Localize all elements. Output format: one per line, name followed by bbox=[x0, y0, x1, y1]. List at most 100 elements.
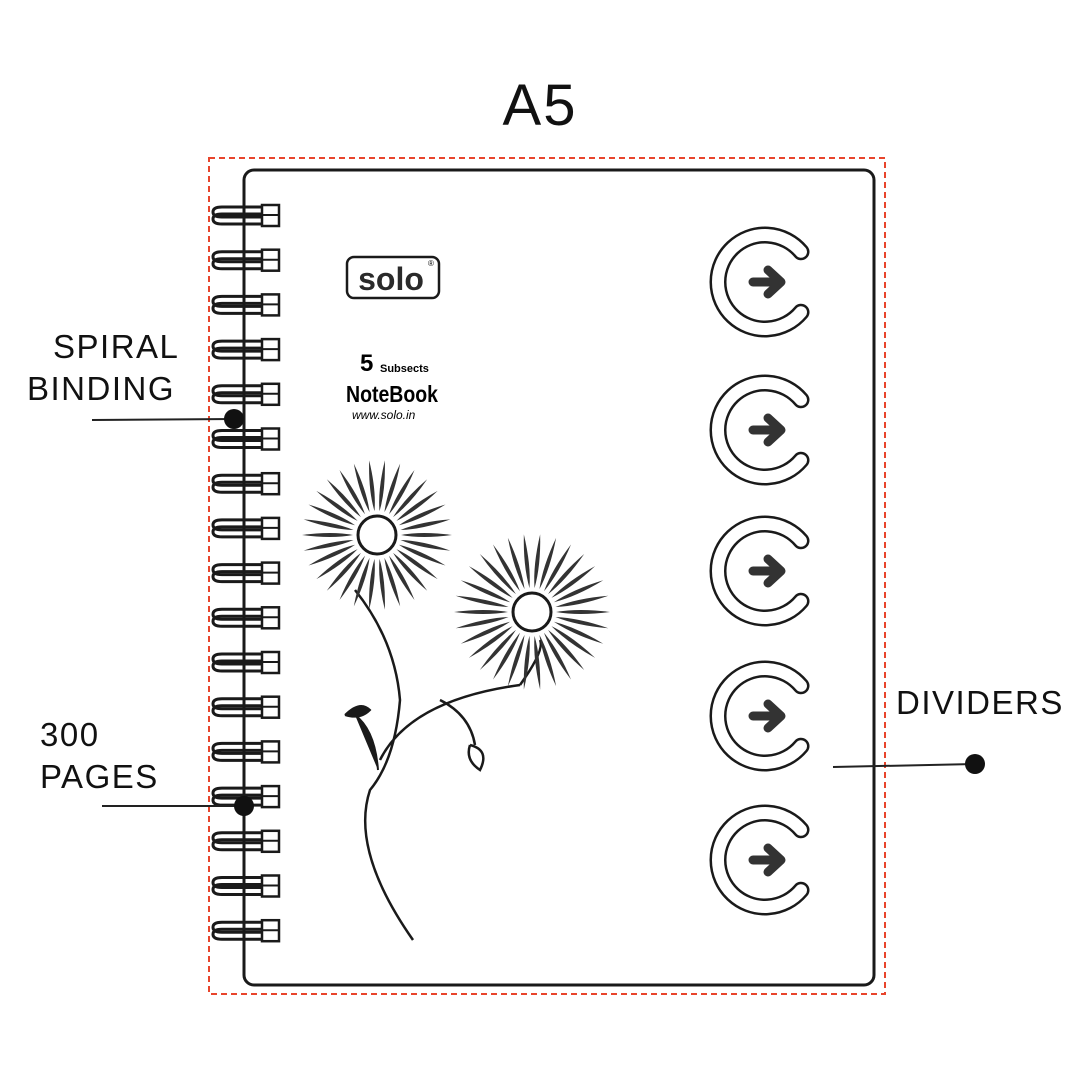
subjects-number: 5 bbox=[360, 350, 373, 377]
spiral-ring bbox=[211, 382, 281, 407]
petal bbox=[384, 557, 401, 607]
petal bbox=[556, 610, 610, 614]
spiral-ring bbox=[211, 740, 281, 764]
spiral-ring bbox=[211, 606, 281, 630]
spiral-ring bbox=[211, 203, 281, 228]
petal bbox=[551, 566, 596, 598]
divider-tab bbox=[709, 515, 810, 627]
petal bbox=[389, 555, 415, 600]
petal bbox=[393, 552, 428, 591]
petal bbox=[548, 629, 585, 670]
daisy-flower bbox=[302, 460, 452, 610]
petal bbox=[303, 539, 354, 551]
arrow-right-icon bbox=[748, 843, 786, 877]
spiral-ring bbox=[211, 874, 281, 898]
brand-logo: solo bbox=[358, 261, 424, 297]
spiral-ring bbox=[211, 561, 281, 585]
spiral-ring bbox=[211, 784, 281, 809]
petal bbox=[326, 479, 361, 518]
spiral-ring bbox=[211, 337, 281, 362]
petal bbox=[507, 634, 525, 687]
leaf bbox=[344, 705, 379, 771]
petal bbox=[555, 616, 609, 629]
spiral-ring bbox=[211, 695, 281, 719]
product-name: NoteBook bbox=[346, 381, 438, 407]
spiral-callout-line bbox=[91, 418, 235, 421]
petal bbox=[455, 595, 509, 608]
pages-label-line2: PAGES bbox=[40, 758, 159, 795]
petal bbox=[369, 558, 375, 610]
notebook-cover bbox=[242, 168, 876, 987]
spiral-ring bbox=[211, 829, 281, 854]
arrow-right-icon bbox=[748, 265, 786, 299]
brand-logo-box bbox=[345, 255, 441, 300]
petal bbox=[455, 616, 509, 629]
spiral-ring bbox=[211, 427, 281, 451]
petal bbox=[551, 626, 596, 658]
divider-tab bbox=[709, 374, 810, 486]
petal bbox=[479, 629, 516, 670]
petal bbox=[468, 566, 513, 598]
spiral-ring bbox=[211, 918, 281, 943]
petal bbox=[316, 549, 358, 580]
website-text: www.solo.in bbox=[352, 408, 416, 422]
flower-center bbox=[356, 514, 398, 556]
petal bbox=[534, 635, 541, 690]
petal bbox=[398, 544, 446, 566]
pages-callout-dot bbox=[234, 796, 254, 816]
petal bbox=[544, 632, 571, 680]
petal bbox=[493, 544, 520, 592]
divider-tab bbox=[709, 804, 810, 916]
petal bbox=[339, 470, 365, 515]
petal bbox=[507, 537, 525, 590]
spiral-binding bbox=[211, 203, 281, 943]
petal bbox=[401, 533, 452, 537]
flower-stem bbox=[354, 589, 415, 941]
spiral-ring bbox=[211, 516, 281, 541]
petal bbox=[393, 479, 428, 518]
spiral-label-line1: SPIRAL bbox=[53, 328, 180, 365]
petal bbox=[544, 544, 571, 592]
petal bbox=[384, 463, 401, 513]
petal bbox=[523, 534, 530, 589]
spiral-label-line2: BINDING bbox=[27, 370, 176, 407]
dividers-callout-dot bbox=[965, 754, 985, 774]
petal bbox=[553, 621, 604, 644]
dashed-bounding-border bbox=[208, 157, 886, 995]
arrow-right-icon bbox=[748, 699, 786, 733]
petal bbox=[326, 552, 361, 591]
divider-tabs bbox=[709, 226, 810, 916]
arrow-right-icon bbox=[748, 554, 786, 588]
petal bbox=[400, 519, 451, 531]
petal bbox=[369, 460, 375, 512]
petal bbox=[316, 490, 358, 521]
petal bbox=[539, 634, 557, 687]
petal bbox=[460, 580, 511, 603]
petal bbox=[396, 490, 438, 521]
spiral-ring bbox=[211, 650, 281, 675]
petal bbox=[308, 504, 356, 526]
petal bbox=[353, 557, 370, 607]
divider-tab bbox=[709, 226, 810, 338]
petal bbox=[353, 463, 370, 513]
registered-mark: ® bbox=[428, 259, 434, 268]
petal bbox=[400, 539, 451, 551]
pages-label-line1: 300 bbox=[40, 716, 100, 753]
petal bbox=[339, 555, 365, 600]
petal bbox=[389, 470, 415, 515]
spiral-callout-dot bbox=[224, 409, 244, 429]
petal bbox=[379, 558, 385, 610]
flower-center bbox=[511, 591, 553, 633]
size-title: A5 bbox=[502, 73, 578, 138]
petal bbox=[523, 635, 530, 690]
petal bbox=[539, 537, 557, 590]
divider-tab bbox=[709, 660, 810, 772]
petal bbox=[302, 533, 353, 537]
petal bbox=[555, 595, 609, 608]
petal bbox=[468, 626, 513, 658]
arrow-right-icon bbox=[748, 413, 786, 447]
petal bbox=[398, 504, 446, 526]
petal bbox=[460, 621, 511, 644]
flower-artwork bbox=[302, 460, 610, 941]
